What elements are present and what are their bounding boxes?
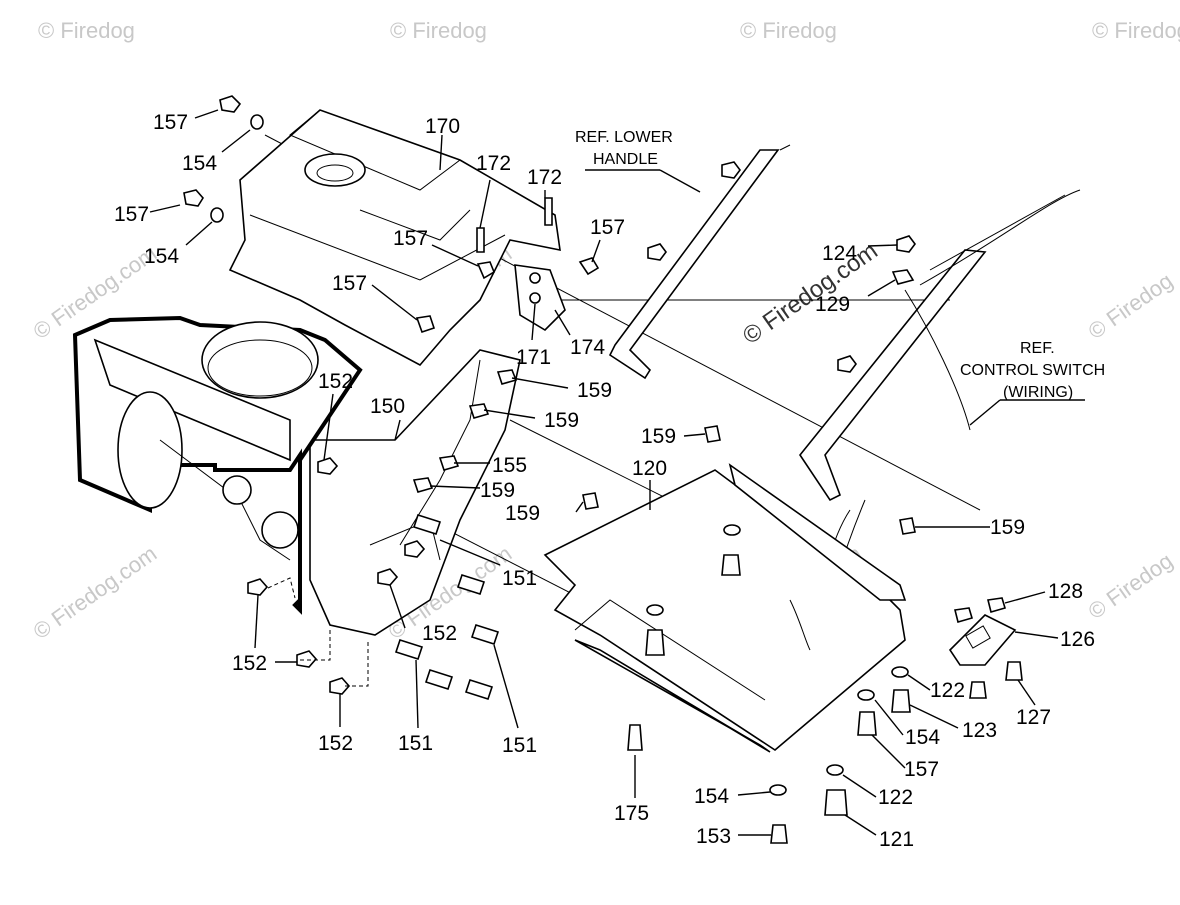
- part-callouts: 157 154 170 157 154 172 172 157 157 157 …: [114, 111, 1095, 851]
- callout-127: 127: [1016, 706, 1051, 729]
- watermark: © Firedog: [390, 18, 487, 43]
- callout-128: 128: [1048, 580, 1083, 603]
- dashed-guides: [267, 577, 369, 687]
- callout-157: 157: [590, 216, 625, 239]
- callout-159: 159: [990, 516, 1025, 539]
- callout-151: 151: [502, 734, 537, 757]
- callout-154: 154: [182, 152, 217, 175]
- callout-129: 129: [815, 293, 850, 316]
- callout-175: 175: [614, 802, 649, 825]
- reference-labels: REF. LOWER HANDLE REF. CONTROL SWITCH (W…: [575, 129, 1105, 401]
- callout-152: 152: [422, 622, 457, 645]
- callout-159: 159: [641, 425, 676, 448]
- callout-170: 170: [425, 115, 460, 138]
- leader-lines: [149, 109, 1059, 836]
- callout-157: 157: [393, 227, 428, 250]
- callout-121: 121: [879, 828, 914, 851]
- callout-120: 120: [632, 457, 667, 480]
- callout-172: 172: [527, 166, 562, 189]
- watermark: © Firedog.com: [29, 541, 162, 644]
- lower-handle-ref: [608, 144, 791, 380]
- scraper-bar-120: [543, 463, 907, 753]
- callout-171: 171: [516, 346, 551, 369]
- callout-172: 172: [476, 152, 511, 175]
- callout-122: 122: [878, 786, 913, 809]
- callout-152: 152: [318, 370, 353, 393]
- ref-lower-handle-line2: HANDLE: [593, 151, 658, 168]
- callout-154: 154: [694, 785, 729, 808]
- control-handle-ref: [799, 189, 1081, 646]
- watermark-center: © Firedog.com: [738, 237, 883, 350]
- watermark: © Firedog: [1084, 268, 1178, 344]
- watermark: © Firedog: [38, 18, 135, 43]
- callout-151: 151: [502, 567, 537, 590]
- callout-153: 153: [696, 825, 731, 848]
- callout-152: 152: [232, 652, 267, 675]
- bracket-126: [948, 614, 1017, 666]
- callout-126: 126: [1060, 628, 1095, 651]
- chute-deflector-170: [228, 109, 561, 367]
- ref-lower-handle-line1: REF. LOWER: [575, 129, 673, 146]
- callout-123: 123: [962, 719, 997, 742]
- callout-157: 157: [114, 203, 149, 226]
- callout-159: 159: [480, 479, 515, 502]
- callout-174: 174: [570, 336, 605, 359]
- callout-157: 157: [153, 111, 188, 134]
- ref-control-switch-line1: REF.: [1020, 340, 1055, 357]
- auger-housing: [72, 315, 363, 615]
- callout-155: 155: [492, 454, 527, 477]
- callout-154: 154: [144, 245, 179, 268]
- callout-152: 152: [318, 732, 353, 755]
- callout-150: 150: [370, 395, 405, 418]
- hardware: [183, 95, 1023, 844]
- callout-159: 159: [577, 379, 612, 402]
- callout-124: 124: [822, 242, 857, 265]
- callout-154: 154: [905, 726, 940, 749]
- ref-control-switch-line2: CONTROL SWITCH: [960, 362, 1105, 379]
- callout-157: 157: [904, 758, 939, 781]
- callout-151: 151: [398, 732, 433, 755]
- watermark: © Firedog: [740, 18, 837, 43]
- watermark: © Firedog: [1092, 18, 1180, 43]
- callout-159: 159: [544, 409, 579, 432]
- callout-157: 157: [332, 272, 367, 295]
- callout-159: 159: [505, 502, 540, 525]
- ref-control-switch-line3: (WIRING): [1003, 384, 1073, 401]
- watermark: © Firedog: [1084, 548, 1178, 624]
- callout-122: 122: [930, 679, 965, 702]
